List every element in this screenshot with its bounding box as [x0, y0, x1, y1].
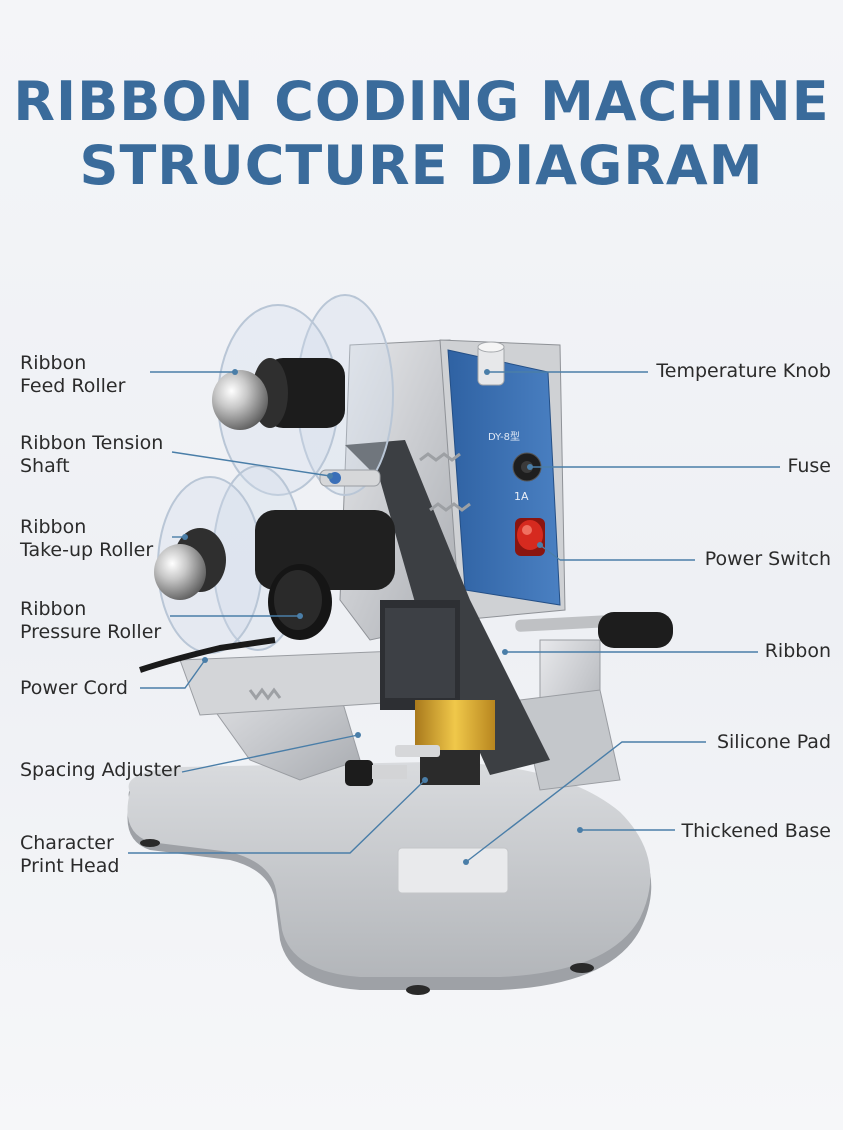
label-character-print-head: Character Print Head [20, 832, 120, 877]
leader-dots [182, 369, 583, 865]
lower-frame [179, 639, 621, 791]
temperature-knob-icon [477, 341, 505, 386]
label-thickened-base: Thickened Base [681, 820, 832, 842]
title-line-1: RIBBON CODING MACHINE [13, 70, 830, 133]
control-panel: DY-8型 1A [447, 349, 561, 606]
label-temperature-knob: Temperature Knob [656, 360, 831, 382]
handle [515, 612, 673, 648]
label-power-cord: Power Cord [20, 677, 128, 699]
springs [248, 452, 471, 701]
title-line-2: STRUCTURE DIAGRAM [79, 134, 764, 197]
label-silicone-pad: Silicone Pad [716, 731, 831, 753]
label-ribbon-feed-roller: Ribbon Feed Roller [20, 352, 126, 397]
silicone-pad [397, 847, 509, 894]
label-ribbon-pressure-roller: Ribbon Pressure Roller [20, 598, 162, 643]
pressure-roller [268, 564, 332, 640]
power-cord [139, 637, 276, 673]
feed-roller [212, 294, 394, 496]
label-ribbon-takeup-roller: Ribbon Take-up Roller [20, 516, 154, 561]
thickened-base [127, 762, 652, 995]
print-head [380, 600, 495, 785]
fuse-rating-text: 1A [514, 490, 529, 503]
label-spacing-adjuster: Spacing Adjuster [20, 759, 181, 781]
label-power-switch: Power Switch [704, 548, 831, 570]
label-ribbon: Ribbon [764, 640, 831, 662]
label-ribbon-tension-shaft: Ribbon Tension Shaft [20, 432, 164, 477]
leader-lines [128, 371, 780, 863]
label-fuse: Fuse [787, 455, 831, 477]
panel-model-text: DY-8型 [488, 430, 520, 443]
spacing-adjuster-icon [345, 760, 407, 786]
